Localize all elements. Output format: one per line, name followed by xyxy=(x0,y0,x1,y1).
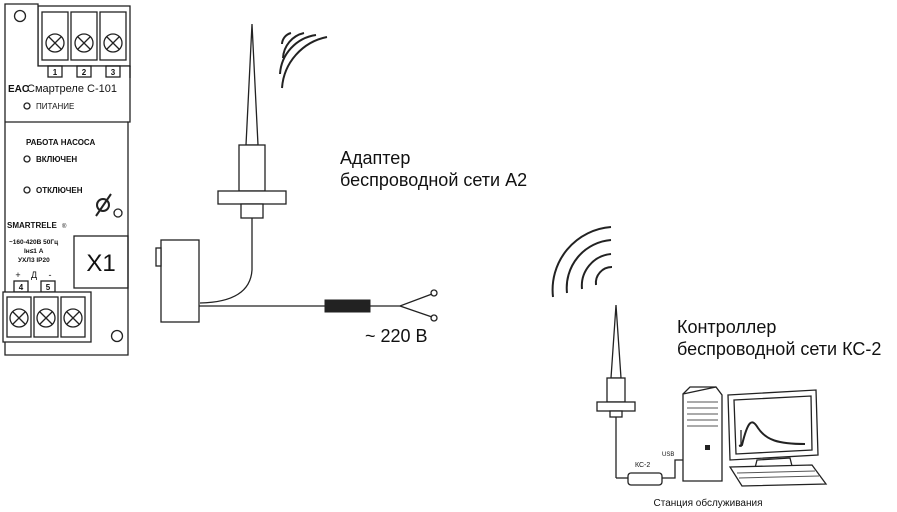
relay-top-terminal-block xyxy=(37,5,131,67)
connector-x1 xyxy=(73,235,129,289)
pump-on-led-icon xyxy=(23,155,31,163)
terminal-number-1: 1 xyxy=(53,68,58,77)
monitor-icon xyxy=(727,389,819,469)
adapter-title-line2: беспроводной сети А2 xyxy=(340,170,527,190)
connector-x1-label: X1 xyxy=(86,250,115,277)
controller-title-line2: беспроводной сети КС-2 xyxy=(677,339,881,359)
monitor-graph-curve xyxy=(738,421,806,447)
station-label: Станция обслуживания xyxy=(654,497,763,509)
controller-title-line1: Контроллер xyxy=(677,317,776,337)
relay-spec-current: Iн≤1 А xyxy=(24,248,44,255)
wireless-signal-icon xyxy=(279,32,328,89)
terminal-number-5: 5 xyxy=(46,283,51,292)
antenna-icon xyxy=(610,304,622,379)
terminal-number-2: 2 xyxy=(82,68,87,77)
mounting-hole-icon xyxy=(110,329,124,343)
relay-model: Смартреле С-101 xyxy=(27,83,117,95)
mains-voltage-label: ~ 220 В xyxy=(365,326,428,346)
pump-on-label: ВКЛЮЧЕН xyxy=(36,155,77,164)
power-label: ПИТАНИЕ xyxy=(36,102,74,111)
pc-tower-icon xyxy=(682,386,723,482)
mounting-hole-icon xyxy=(13,9,27,23)
registered-mark: ® xyxy=(62,223,67,230)
eac-mark: EAC xyxy=(8,84,29,95)
wire-end-icon xyxy=(430,289,438,297)
adapter-title-line1: Адаптер xyxy=(340,148,410,168)
pump-off-led-icon xyxy=(23,186,31,194)
adapter-plug-box xyxy=(160,239,200,323)
keyboard-icon xyxy=(728,464,828,487)
power-led-icon xyxy=(23,102,31,110)
screw-icon xyxy=(63,308,83,328)
relay-spec-voltage: ~160-420В 50Гц xyxy=(9,239,58,246)
service-station: КС-2 USB xyxy=(551,226,828,487)
terminal-number-3: 3 xyxy=(111,68,116,77)
screw-icon xyxy=(74,33,94,53)
screw-icon xyxy=(103,33,123,53)
pump-off-label: ОТКЛЮЧЕН xyxy=(36,186,83,195)
screw-icon xyxy=(9,308,29,328)
usb-port-label: USB xyxy=(662,452,674,458)
top-terminal-screws xyxy=(41,11,127,61)
terminal-label-d: Д xyxy=(31,270,37,280)
seal-icon xyxy=(95,193,123,218)
relay-brand: SMARTRELE xyxy=(7,221,57,230)
relay-spec-climate: УХЛ3 IP20 xyxy=(18,257,50,264)
wire-end-icon xyxy=(430,314,438,322)
screw-icon xyxy=(36,308,56,328)
adapter-a2 xyxy=(155,23,438,323)
pump-status-header: РАБОТА НАСОСА xyxy=(26,138,96,147)
screw-icon xyxy=(45,33,65,53)
antenna-icon xyxy=(245,23,259,146)
cable-ferrite-icon xyxy=(324,299,371,313)
terminal-label-plus: + xyxy=(15,270,20,280)
relay-device: 1 2 3 EAC Смартреле С-101 ПИТАНИЕ РАБОТА… xyxy=(2,3,131,356)
wireless-signal-icon xyxy=(551,226,613,298)
relay-body xyxy=(4,3,131,356)
terminal-number-4: 4 xyxy=(19,283,24,292)
controller-kc2-device xyxy=(627,472,663,486)
controller-device-label: КС-2 xyxy=(635,462,650,469)
terminal-label-minus: - xyxy=(49,270,52,280)
